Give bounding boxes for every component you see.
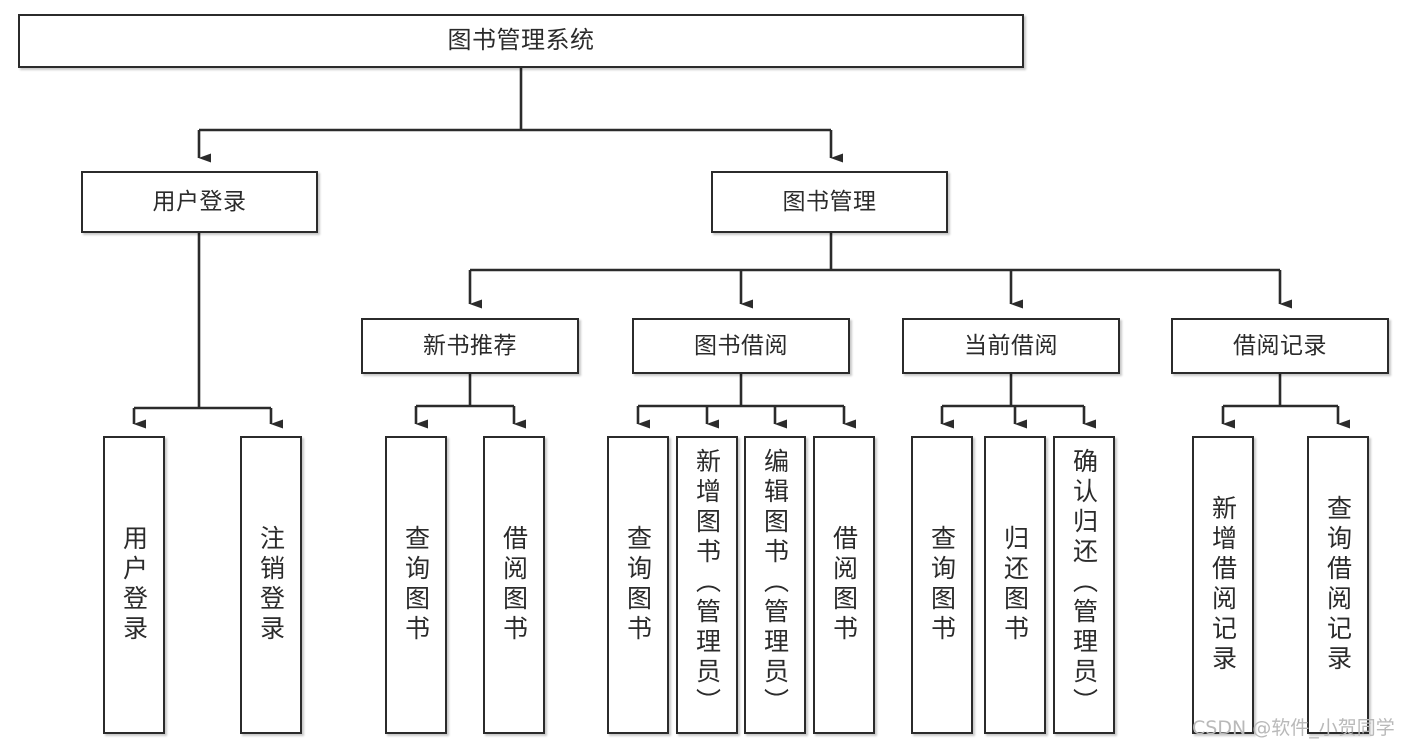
leaf-add-book-label: 新增图书（管理员） xyxy=(692,448,722,718)
node-book-borrow[interactable]: 图书借阅 xyxy=(632,318,850,374)
leaf-add-record-label: 新增借阅记录 xyxy=(1208,495,1238,675)
leaf-query-record[interactable]: 查询借阅记录 xyxy=(1307,436,1369,734)
watermark: CSDN @软件_小贺同学 xyxy=(1192,717,1395,739)
leaf-edit-book[interactable]: 编辑图书（管理员） xyxy=(744,436,806,734)
node-book-borrow-label: 图书借阅 xyxy=(694,332,788,359)
node-root-label: 图书管理系统 xyxy=(447,26,595,55)
leaf-user-login[interactable]: 用户登录 xyxy=(103,436,165,734)
leaf-borrow-book-2[interactable]: 借阅图书 xyxy=(813,436,875,734)
leaf-logout[interactable]: 注销登录 xyxy=(240,436,302,734)
leaf-edit-book-label: 编辑图书（管理员） xyxy=(760,448,790,718)
leaf-add-book[interactable]: 新增图书（管理员） xyxy=(676,436,738,734)
leaf-query-book-2-label: 查询图书 xyxy=(623,525,653,645)
node-user-login-label: 用户登录 xyxy=(152,188,247,215)
leaf-confirm-return-label: 确认归还（管理员） xyxy=(1069,448,1099,718)
node-user-login[interactable]: 用户登录 xyxy=(81,171,318,233)
node-current-borrow[interactable]: 当前借阅 xyxy=(902,318,1120,374)
leaf-logout-label: 注销登录 xyxy=(256,525,286,645)
leaf-confirm-return[interactable]: 确认归还（管理员） xyxy=(1053,436,1115,734)
leaf-borrow-book-1[interactable]: 借阅图书 xyxy=(483,436,545,734)
leaf-return-book[interactable]: 归还图书 xyxy=(984,436,1046,734)
leaf-borrow-book-1-label: 借阅图书 xyxy=(499,525,529,645)
node-book-manage[interactable]: 图书管理 xyxy=(711,171,948,233)
node-new-book-recommend[interactable]: 新书推荐 xyxy=(361,318,579,374)
leaf-add-record[interactable]: 新增借阅记录 xyxy=(1192,436,1254,734)
leaf-query-book-1[interactable]: 查询图书 xyxy=(385,436,447,734)
leaf-return-book-label: 归还图书 xyxy=(1000,525,1030,645)
node-book-manage-label: 图书管理 xyxy=(782,188,877,215)
node-new-book-recommend-label: 新书推荐 xyxy=(423,332,517,359)
node-borrow-record[interactable]: 借阅记录 xyxy=(1171,318,1389,374)
node-borrow-record-label: 借阅记录 xyxy=(1233,332,1327,359)
leaf-query-book-3-label: 查询图书 xyxy=(927,525,957,645)
leaf-query-book-3[interactable]: 查询图书 xyxy=(911,436,973,734)
node-current-borrow-label: 当前借阅 xyxy=(964,332,1058,359)
leaf-borrow-book-2-label: 借阅图书 xyxy=(829,525,859,645)
leaf-query-book-2[interactable]: 查询图书 xyxy=(607,436,669,734)
node-root[interactable]: 图书管理系统 xyxy=(18,14,1024,68)
leaf-query-record-label: 查询借阅记录 xyxy=(1323,495,1353,675)
leaf-query-book-1-label: 查询图书 xyxy=(401,525,431,645)
leaf-user-login-label: 用户登录 xyxy=(119,525,149,645)
